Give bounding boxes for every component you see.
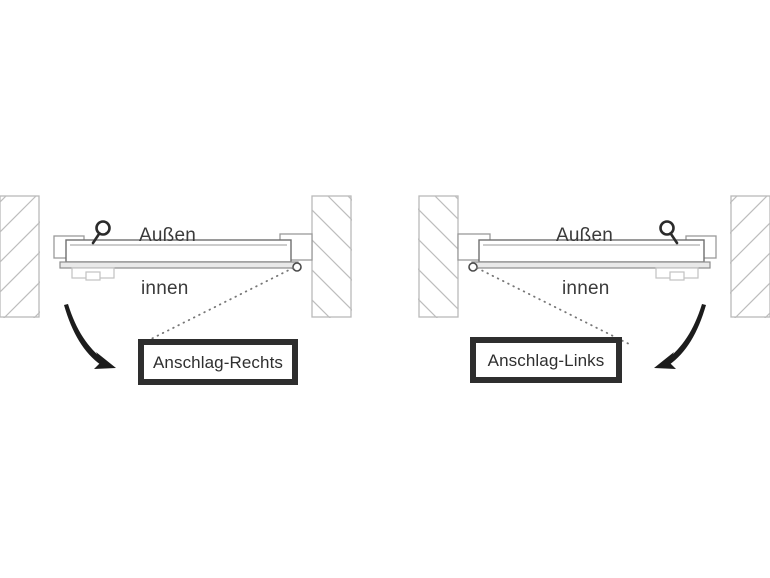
leader-line [476, 267, 630, 345]
wall-block-right-inner [418, 195, 459, 318]
label-innen: innen [562, 278, 610, 299]
wall-hatching [312, 196, 352, 318]
wall-hatching [730, 196, 770, 318]
label-aussen: Außen [556, 225, 613, 246]
callout-box-anschlag-links[interactable]: Anschlag-Links [470, 337, 622, 383]
leader-line [140, 267, 294, 345]
wall-hatching [418, 196, 458, 318]
label-innen: innen [141, 278, 189, 299]
callout-box-label: Anschlag-Rechts [153, 353, 283, 372]
wall-hatching [0, 196, 40, 318]
threshold-sill [471, 261, 711, 269]
panel-anschlag-links: Außen innen Anschlag-Links [418, 195, 770, 383]
label-aussen: Außen [139, 225, 196, 246]
threshold-sill [59, 261, 299, 269]
wall-block-left-outer [0, 195, 40, 318]
panel-anschlag-rechts: Außen innen Anschlag-Rechts [0, 195, 352, 385]
wall-block-right-outer [730, 195, 770, 318]
swing-arrow [64, 304, 116, 369]
hinge-pivot-marker [468, 262, 478, 272]
callout-box-anschlag-rechts[interactable]: Anschlag-Rechts [138, 339, 298, 385]
hinge-pivot-marker [292, 262, 302, 272]
door-handle-icon [659, 220, 679, 245]
door-bracket [71, 267, 115, 281]
door-handle-icon [91, 220, 111, 245]
wall-block-left-inner [311, 195, 352, 318]
door-bracket [655, 267, 699, 281]
callout-box-label: Anschlag-Links [488, 351, 605, 370]
swing-arrow [654, 304, 706, 369]
